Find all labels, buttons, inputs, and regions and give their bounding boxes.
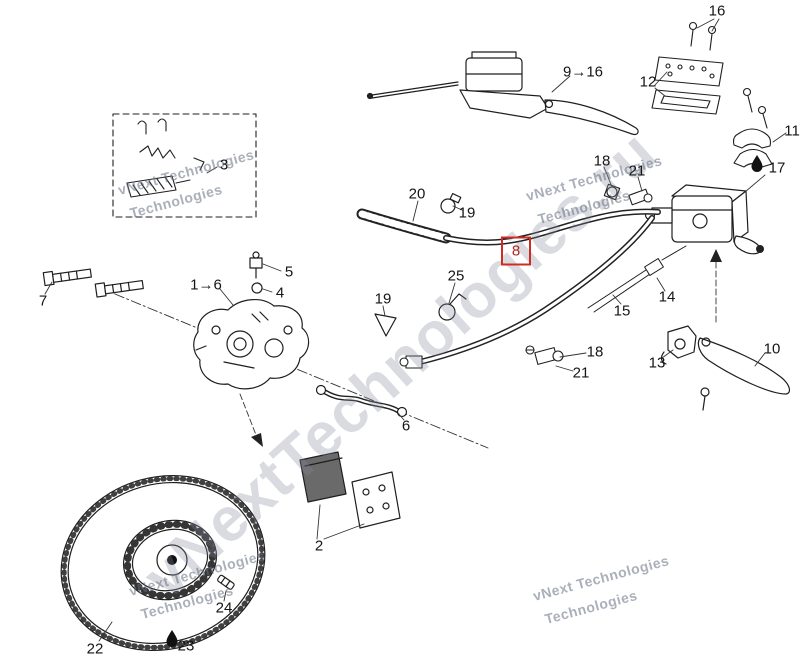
- switch-wires: [587, 245, 687, 313]
- brake-disc: [60, 474, 266, 652]
- leader-lines: [44, 18, 787, 642]
- part-label-19-upper: 19: [458, 204, 476, 222]
- part-label-20: 20: [408, 185, 426, 203]
- up-arrow-icon: [710, 249, 722, 262]
- master-cylinder-body: [644, 184, 764, 255]
- part-label-21-upper: 21: [628, 162, 646, 180]
- part-label-23: 23: [177, 637, 195, 655]
- part-label-7: 7: [38, 292, 48, 310]
- part-label-3: 3: [219, 156, 229, 174]
- part-label-6: 6: [401, 417, 411, 435]
- part-label-13: 13: [648, 354, 666, 372]
- handlebar-clamp: [732, 87, 773, 168]
- hose-clamps: [374, 192, 467, 337]
- part-label-9-16: 9→16: [562, 63, 604, 81]
- part-label-10: 10: [763, 340, 781, 358]
- hardware-kit-box: [112, 113, 257, 218]
- part-label-22: 22: [86, 640, 104, 658]
- part-label-8-highlighted[interactable]: 8: [501, 236, 531, 266]
- hose-guide: [315, 384, 408, 418]
- part-label-14: 14: [658, 288, 676, 306]
- part-label-25: 25: [447, 267, 465, 285]
- part-label-18-lower: 18: [586, 343, 604, 361]
- part-label-5: 5: [284, 263, 294, 281]
- part-label-4: 4: [275, 284, 285, 302]
- banjo-fitting-lower: [525, 345, 564, 365]
- master-cylinder-lever-assembly: [366, 51, 639, 136]
- part-label-12: 12: [639, 73, 657, 91]
- disc-pin: [217, 574, 235, 590]
- part-label-1-6: 1→6: [190, 276, 222, 294]
- caliper-bolts: [42, 268, 144, 298]
- part-label-21-lower: 21: [572, 364, 590, 382]
- brake-pads: [299, 451, 401, 529]
- part-label-19-lower: 19: [374, 290, 392, 308]
- brake-lever: [660, 325, 791, 411]
- part-label-2: 2: [314, 537, 324, 555]
- down-arrow-icon: [251, 433, 263, 447]
- oil-drop-icon: [751, 155, 763, 172]
- part-label-24: 24: [215, 599, 233, 617]
- brake-caliper: [193, 251, 310, 390]
- part-label-16: 16: [708, 2, 726, 20]
- reservoir-cover-kit: [651, 21, 724, 115]
- part-label-17: 17: [768, 159, 786, 177]
- banjo-fitting-upper: [603, 183, 653, 206]
- part-label-18-upper: 18: [593, 152, 611, 170]
- oil-drop-icon: [166, 630, 178, 647]
- brake-hoses: [356, 208, 661, 369]
- part-label-15: 15: [613, 302, 631, 320]
- part-label-11: 11: [784, 122, 800, 140]
